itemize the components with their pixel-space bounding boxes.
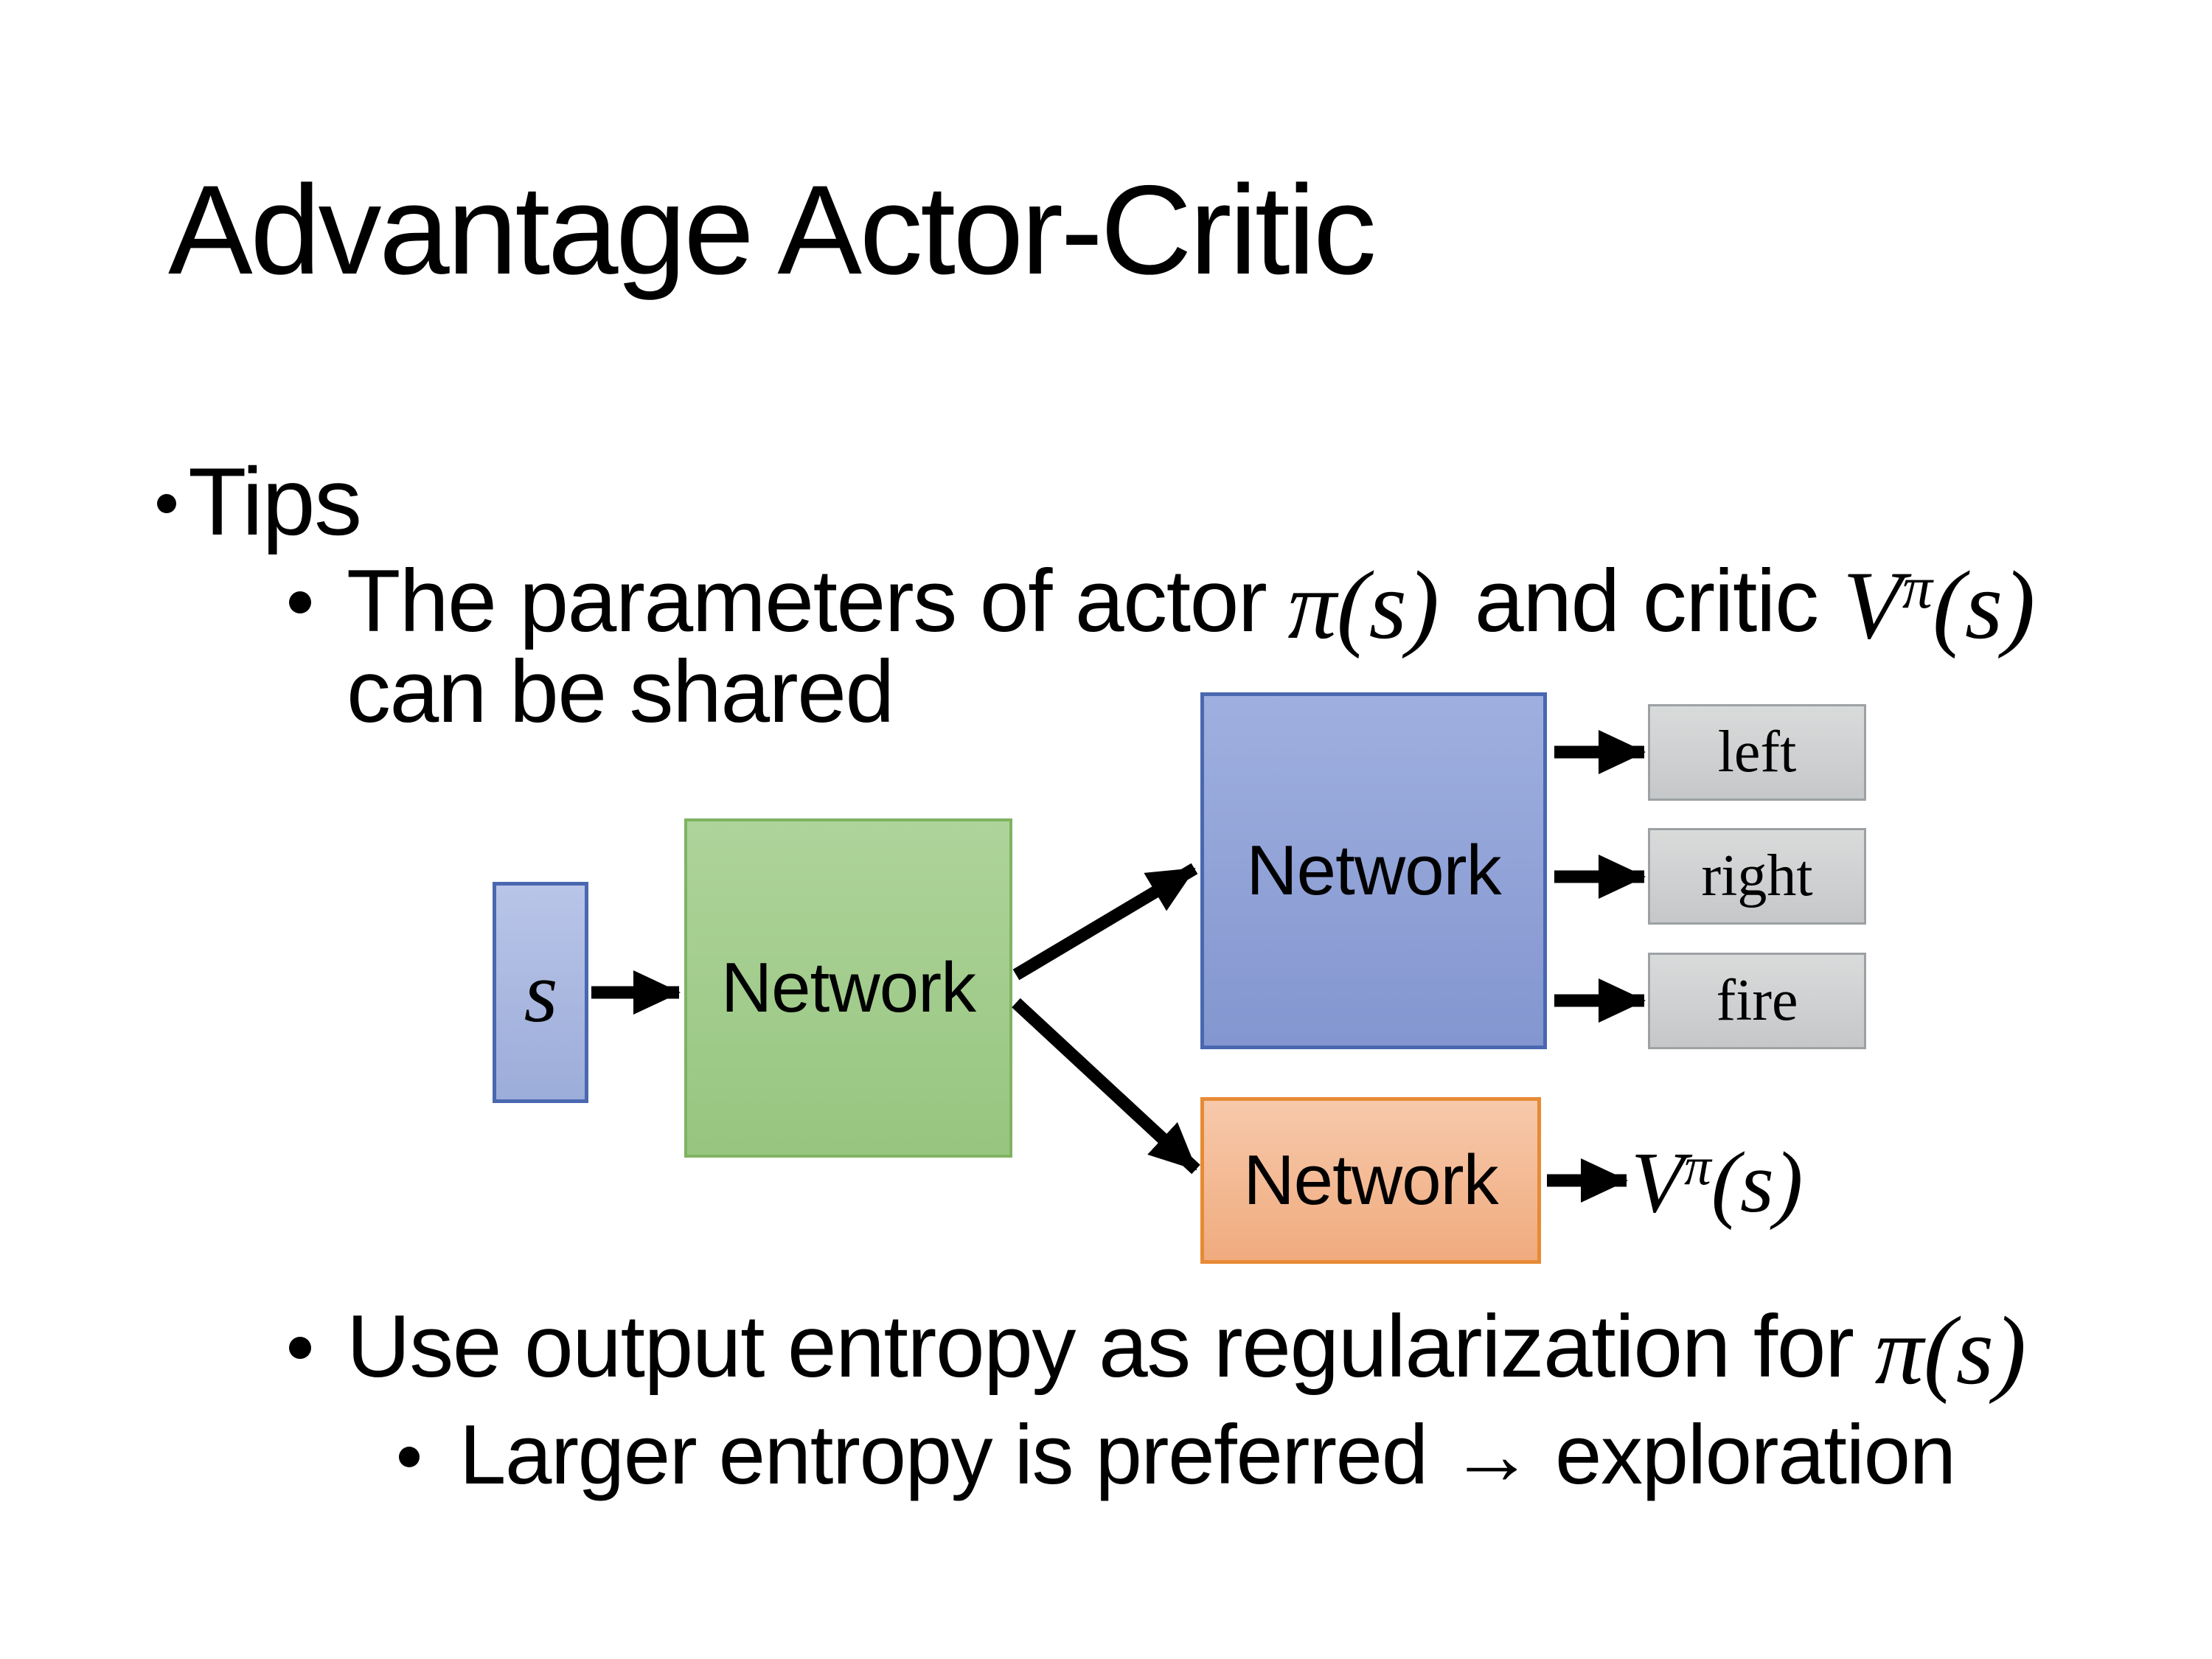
policy-math: π(s) [1874, 1296, 2027, 1405]
value-arg: (s) [1932, 551, 2036, 659]
bullet-tips-label: Tips [188, 448, 362, 555]
bullet-shared-params-line2: can be shared [347, 645, 894, 738]
critic-network-box: Network [1200, 1097, 1541, 1264]
state-label: s [524, 944, 558, 1040]
arrow-shared-to-critic [1012, 998, 1200, 1175]
slide-title: Advantage Actor-Critic [168, 159, 1377, 301]
action-fire-label: fire [1716, 968, 1798, 1033]
value-base: V [1843, 551, 1902, 659]
critic-value-output: Vπ(s) [1631, 1133, 1803, 1233]
action-box-right: right [1648, 828, 1866, 925]
shared-network-box: Network [684, 818, 1012, 1158]
critic-value-math: Vπ(s) [1843, 554, 2035, 657]
value-base: V [1631, 1134, 1685, 1231]
actor-network-label: Network [1246, 831, 1501, 910]
actor-policy-math: π(s) [1287, 551, 1439, 659]
bullet-dot [289, 591, 311, 613]
shared-network-label: Network [720, 948, 976, 1027]
arrow-shared-to-actor [1012, 863, 1198, 981]
bullet-tips: Tips [157, 448, 362, 555]
entropy-text: Use output entropy as regularization for [347, 1297, 1854, 1396]
action-right-label: right [1701, 844, 1813, 908]
bullet-exploration: Larger entropy is preferred → exploratio… [399, 1408, 1956, 1502]
action-box-fire: fire [1648, 953, 1866, 1049]
shared-params-text-mid: and critic [1474, 552, 1819, 650]
shared-params-line2-text: can be shared [347, 642, 894, 741]
bullet-entropy: Use output entropy as regularization for… [289, 1296, 2027, 1405]
action-left-label: left [1717, 720, 1797, 785]
bullet-dot [157, 494, 176, 513]
value-sup-pi: π [1902, 554, 1933, 622]
critic-network-label: Network [1243, 1141, 1498, 1220]
bullet-shared-params: The parameters of actor π(s) and critic … [289, 554, 2035, 657]
shared-params-text: The parameters of actor [347, 552, 1267, 650]
action-box-left: left [1648, 704, 1866, 801]
bullet-dot [399, 1447, 420, 1467]
value-sup-pi: π [1684, 1136, 1711, 1197]
actor-network-box: Network [1200, 692, 1547, 1049]
bullet-dot [289, 1337, 311, 1359]
exploration-text: Larger entropy is preferred → exploratio… [459, 1408, 1956, 1502]
state-input-box: s [493, 882, 588, 1103]
value-arg: (s) [1711, 1134, 1804, 1231]
